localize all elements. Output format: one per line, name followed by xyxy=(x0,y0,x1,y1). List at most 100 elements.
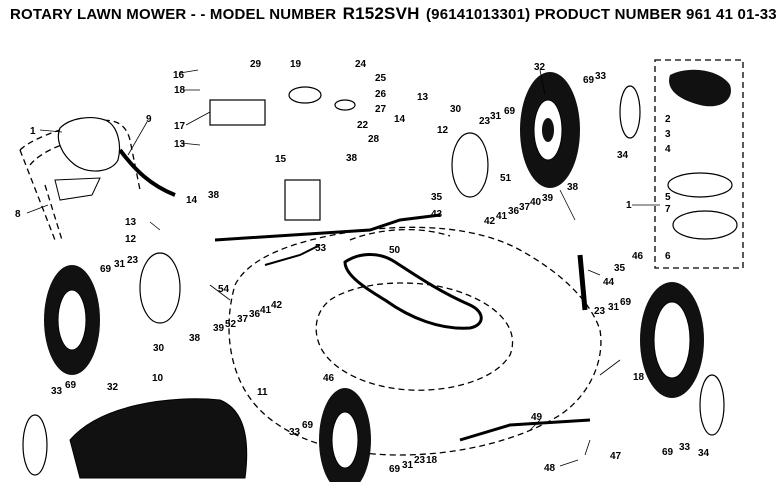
callout: 23 xyxy=(479,116,491,127)
callout: 25 xyxy=(375,73,387,84)
exploded-parts-diagram: 1 9 8 16 18 17 13 29 19 24 25 26 27 22 2… xyxy=(15,59,744,482)
mower-deck xyxy=(228,226,602,456)
callout: 1 xyxy=(30,126,36,137)
callout: 18 xyxy=(174,85,186,96)
handle-rod xyxy=(214,213,441,242)
inset-box xyxy=(654,59,744,269)
callout: 54 xyxy=(218,284,230,295)
callout: 39 xyxy=(213,323,225,334)
rear-lever xyxy=(459,418,591,442)
handle-rod-lower xyxy=(264,244,321,266)
callout: 48 xyxy=(544,463,556,474)
callout: 3 xyxy=(665,129,671,140)
callout: 38 xyxy=(208,190,220,201)
callout: 29 xyxy=(250,59,262,70)
front-left-wheel xyxy=(44,265,100,375)
pulley xyxy=(288,86,322,104)
wheel-cover-lower xyxy=(699,374,725,436)
callout: 30 xyxy=(450,104,462,115)
callout: 69 xyxy=(389,464,401,475)
callout: 42 xyxy=(484,216,496,227)
callout: 31 xyxy=(402,460,414,471)
pulley-small xyxy=(334,99,356,111)
callout: 37 xyxy=(519,202,531,213)
wheel-cover-left xyxy=(22,414,48,476)
page-title: ROTARY LAWN MOWER - - MODEL NUMBER R152S… xyxy=(10,4,777,24)
callout: 38 xyxy=(189,333,201,344)
filter-base xyxy=(672,210,738,240)
height-lever xyxy=(577,254,588,311)
callout: 38 xyxy=(346,153,358,164)
callout: 69 xyxy=(100,264,112,275)
callout: 69 xyxy=(662,447,674,458)
front-right-wheel xyxy=(640,282,704,398)
callout: 31 xyxy=(490,111,502,122)
callout: 13 xyxy=(125,217,137,228)
callout: 12 xyxy=(125,234,137,245)
callout: 31 xyxy=(114,259,126,270)
title-suffix: (96141013301) PRODUCT NUMBER 961 41 01-3… xyxy=(425,6,777,23)
air-filter-cover xyxy=(669,69,731,107)
callout: 50 xyxy=(389,245,401,256)
drive-belt xyxy=(343,253,483,330)
rear-right-wheel xyxy=(520,72,580,188)
callout: 6 xyxy=(665,251,671,262)
height-bracket xyxy=(284,179,321,221)
callout: 33 xyxy=(289,427,301,438)
callout: 69 xyxy=(65,380,77,391)
callout: 1 xyxy=(626,200,632,211)
callout: 10 xyxy=(152,373,164,384)
callout: 32 xyxy=(107,382,119,393)
callout: 34 xyxy=(698,448,710,459)
callout: 14 xyxy=(394,114,406,125)
callout: 32 xyxy=(534,62,546,73)
callout: 18 xyxy=(426,455,438,466)
callout: 13 xyxy=(174,139,186,150)
callout: 13 xyxy=(417,92,429,103)
callout: 2 xyxy=(665,114,671,125)
callout: 46 xyxy=(323,373,335,384)
callout: 28 xyxy=(368,134,380,145)
wheel-cover xyxy=(619,85,641,139)
callout: 41 xyxy=(496,211,508,222)
callout: 42 xyxy=(271,300,283,311)
callout: 39 xyxy=(542,193,554,204)
callout: 52 xyxy=(225,319,237,330)
callout: 35 xyxy=(614,263,626,274)
callout: 43 xyxy=(431,209,443,220)
callout: 23 xyxy=(414,455,426,466)
rear-left-wheel xyxy=(319,388,371,482)
callout: 16 xyxy=(173,70,185,81)
callout: 34 xyxy=(617,150,629,161)
callout: 41 xyxy=(260,305,272,316)
callout: 40 xyxy=(530,197,542,208)
callout: 24 xyxy=(355,59,367,70)
callout: 33 xyxy=(595,71,607,82)
callout: 23 xyxy=(594,306,606,317)
callout: 17 xyxy=(174,121,186,132)
callout: 44 xyxy=(603,277,615,288)
model-number: R152SVH xyxy=(342,4,420,23)
callout: 27 xyxy=(375,104,387,115)
title-prefix: ROTARY LAWN MOWER - - MODEL NUMBER xyxy=(10,6,337,23)
callout: 69 xyxy=(620,297,632,308)
callout: 36 xyxy=(508,206,520,217)
callout: 46 xyxy=(632,251,644,262)
callout: 33 xyxy=(51,386,63,397)
callout: 22 xyxy=(357,120,369,131)
callout: 11 xyxy=(257,387,268,398)
callout: 8 xyxy=(15,209,21,220)
wheel-hubcap-left xyxy=(139,252,181,324)
callout: 26 xyxy=(375,89,387,100)
filter-element xyxy=(667,172,733,198)
callout: 47 xyxy=(610,451,622,462)
callout: 14 xyxy=(186,195,198,206)
rear-deflector xyxy=(69,398,248,479)
callout: 69 xyxy=(302,420,314,431)
callout: 51 xyxy=(500,173,512,184)
callout: 53 xyxy=(315,243,327,254)
callout: 15 xyxy=(275,154,287,165)
callout: 35 xyxy=(431,192,443,203)
callout: 37 xyxy=(237,314,249,325)
callout: 36 xyxy=(249,309,261,320)
